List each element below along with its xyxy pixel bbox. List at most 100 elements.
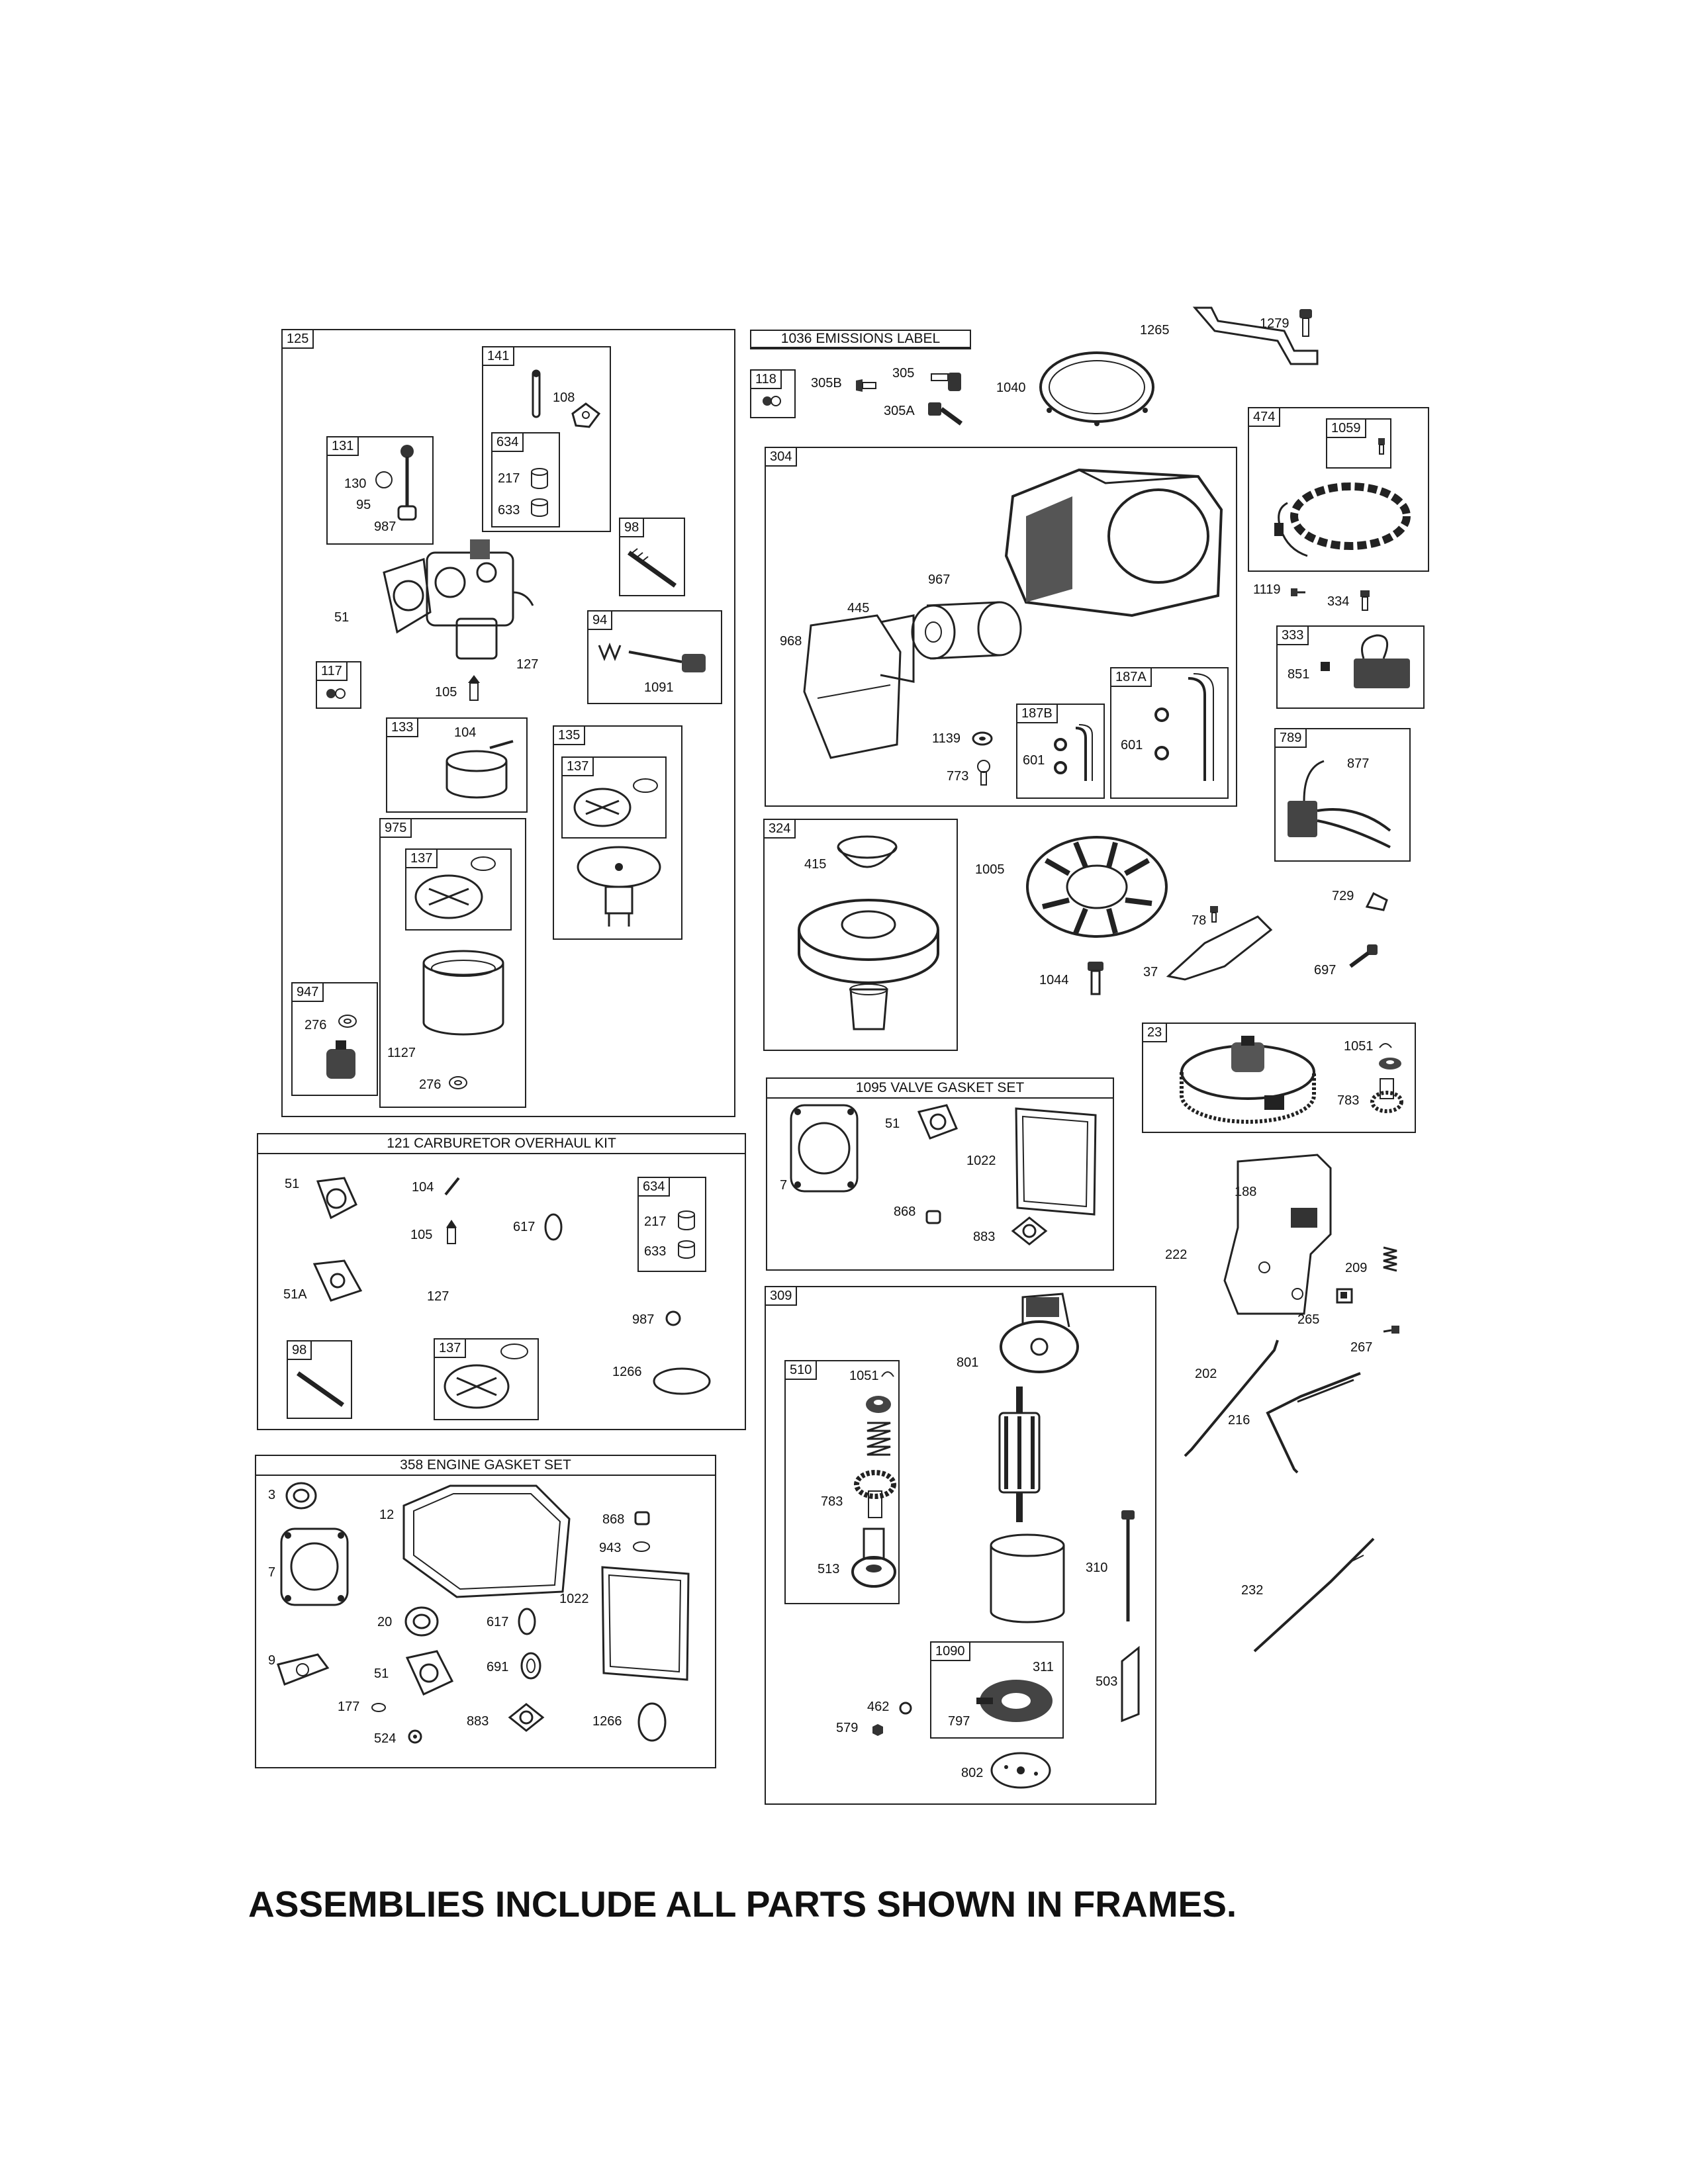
frame-label: 137 <box>405 848 438 868</box>
screw-icon <box>1382 1324 1401 1337</box>
screw-icon <box>445 1220 458 1245</box>
brush-holder-icon <box>970 1668 1059 1731</box>
part-number: 9 <box>268 1653 276 1668</box>
frame-label: 187A <box>1110 667 1152 687</box>
part-number: 1127 <box>387 1046 416 1060</box>
frame-label: 125 <box>281 329 314 349</box>
frame-label: 118 <box>750 369 782 389</box>
carburetor-body-icon <box>371 533 536 672</box>
part-number: 868 <box>602 1512 625 1527</box>
part-number: 7 <box>268 1565 276 1580</box>
part-number: 1022 <box>966 1154 996 1168</box>
part-number: 12 <box>379 1508 395 1522</box>
choke-lever-icon <box>523 367 549 420</box>
frame-label: 137 <box>561 756 594 776</box>
frame-label: 98 <box>287 1340 312 1360</box>
part-number: 127 <box>427 1289 449 1304</box>
screw-icon <box>976 760 991 786</box>
bowl-plate-icon <box>569 841 669 930</box>
part-number: 305B <box>811 376 842 390</box>
frame-label: 634 <box>491 432 524 452</box>
part-number: 462 <box>867 1700 890 1714</box>
pin-icon <box>442 1175 462 1198</box>
spring-icon <box>864 1420 894 1469</box>
frame-label: 304 <box>765 447 798 467</box>
part-number: 601 <box>1121 738 1143 752</box>
bracket-icon <box>1192 304 1321 367</box>
part-number: 883 <box>973 1230 996 1244</box>
part-number: 513 <box>818 1562 840 1576</box>
frame-header: 358 ENGINE GASKET SET <box>255 1455 716 1476</box>
o-ring-icon <box>632 1541 651 1553</box>
part-number: 1040 <box>996 381 1026 395</box>
end-cap-icon <box>996 1291 1086 1377</box>
frame-label: 789 <box>1274 728 1307 748</box>
part-number: 51A <box>283 1287 307 1302</box>
part-number: 445 <box>847 601 870 615</box>
part-number: 1005 <box>975 862 1005 877</box>
float-needle-icon <box>391 443 424 523</box>
part-number: 202 <box>1195 1367 1217 1381</box>
seat-icon <box>665 1310 682 1327</box>
washer-icon <box>338 1014 357 1028</box>
cap-icon <box>677 1240 696 1259</box>
link-rod-icon <box>1182 1337 1281 1463</box>
part-number: 883 <box>467 1714 489 1729</box>
nut-icon <box>1377 1056 1403 1072</box>
part-number: 334 <box>1327 594 1350 609</box>
frame-label: 309 <box>765 1286 798 1306</box>
choke-plate-icon <box>569 400 602 430</box>
spring-icon <box>1380 1244 1400 1277</box>
part-number: 305A <box>884 404 915 418</box>
frame-789-harness: 789 <box>1274 728 1411 862</box>
part-number: 130 <box>344 477 367 491</box>
part-number: 691 <box>487 1660 509 1674</box>
part-number: 967 <box>928 572 951 587</box>
part-number: 222 <box>1165 1248 1188 1262</box>
frame-118-screw: 118 <box>750 369 796 418</box>
part-number: 265 <box>1297 1312 1320 1327</box>
part-number: 267 <box>1350 1340 1373 1355</box>
nut-icon <box>864 1393 894 1416</box>
nut-icon <box>870 1723 885 1737</box>
flange-gasket-icon <box>305 1257 367 1304</box>
frame-117-bowl-screw: 117 <box>316 661 361 709</box>
clip-icon <box>1334 1284 1357 1307</box>
flange-gasket-icon <box>311 1175 361 1221</box>
part-number: 276 <box>419 1077 442 1092</box>
part-number: 217 <box>644 1214 667 1229</box>
motor-housing-icon <box>986 1532 1069 1625</box>
frame-label: 333 <box>1276 625 1309 645</box>
part-number: 1051 <box>1344 1039 1374 1054</box>
cap-icon <box>677 1210 696 1231</box>
part-number: 633 <box>498 503 520 518</box>
screw-icon <box>324 687 348 700</box>
part-number: 801 <box>957 1355 979 1370</box>
head-gasket-icon <box>275 1522 357 1612</box>
part-number: 127 <box>516 657 539 672</box>
sump-gasket-icon <box>391 1479 576 1602</box>
frame-label: 634 <box>637 1177 671 1197</box>
precleaner-icon <box>798 612 907 761</box>
part-number: 579 <box>836 1721 859 1735</box>
grommet-icon <box>972 731 993 746</box>
flange-gasket-icon <box>1009 1214 1049 1248</box>
part-number: 773 <box>947 769 969 784</box>
footer-note: ASSEMBLIES INCLUDE ALL PARTS SHOWN IN FR… <box>248 1884 1237 1925</box>
part-number: 783 <box>1337 1093 1360 1108</box>
bolt-icon <box>930 367 963 394</box>
part-number: 601 <box>1023 753 1045 768</box>
part-number: 1051 <box>849 1369 879 1383</box>
part-number: 51 <box>285 1177 300 1191</box>
frame-label: 1059 <box>1326 418 1366 438</box>
plug-icon <box>923 1208 943 1226</box>
part-number: 1119 <box>1253 582 1281 597</box>
frame-333-armature: 333 <box>1276 625 1425 709</box>
part-number: 108 <box>553 390 575 405</box>
frame-23-flywheel: 23 <box>1142 1023 1416 1133</box>
part-number: 51 <box>885 1116 900 1131</box>
part-number: 177 <box>338 1700 360 1714</box>
head-gasket-icon <box>784 1099 867 1198</box>
frame-label: 135 <box>553 725 586 745</box>
part-number: 20 <box>377 1615 393 1629</box>
